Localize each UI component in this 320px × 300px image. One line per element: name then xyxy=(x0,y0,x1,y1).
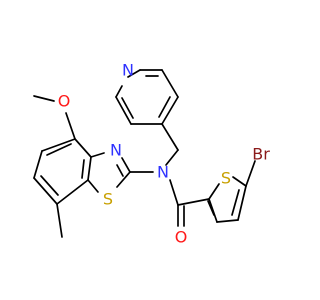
bond xyxy=(41,138,76,152)
bond xyxy=(158,96,171,118)
bond xyxy=(46,143,72,156)
bond xyxy=(33,150,43,179)
bond xyxy=(33,95,55,102)
bond xyxy=(90,152,105,158)
nitrogen-atom-label: N xyxy=(122,61,134,80)
nitrogen-atom-label: N xyxy=(110,141,122,160)
bond xyxy=(127,69,141,78)
bond xyxy=(121,97,134,119)
bromine-atom-label: Br xyxy=(252,145,270,164)
bond xyxy=(56,203,63,238)
bond xyxy=(161,96,179,125)
bond xyxy=(161,69,179,98)
bond xyxy=(161,123,179,151)
atom-label-layer: N O N N S S O Br xyxy=(58,61,270,247)
sulfur-atom-label: S xyxy=(221,169,231,188)
bond xyxy=(87,156,92,181)
bond xyxy=(245,160,256,187)
molecule-canvas: N O N N S S O Br xyxy=(33,60,271,247)
bond xyxy=(232,176,247,187)
bond xyxy=(74,138,92,158)
bond xyxy=(177,198,210,206)
bond xyxy=(216,219,239,223)
bond xyxy=(169,179,179,206)
oxygen-atom-label: O xyxy=(175,228,188,247)
bond xyxy=(231,189,240,216)
bond xyxy=(65,112,76,140)
sulfur-atom-label: S xyxy=(103,190,113,209)
bond xyxy=(115,85,123,98)
bond-layer xyxy=(33,69,256,238)
bond xyxy=(87,179,99,193)
bond xyxy=(81,159,85,179)
bond xyxy=(33,177,58,205)
oxygen-atom-label: O xyxy=(58,92,71,111)
bond xyxy=(208,198,218,223)
bond xyxy=(165,149,179,166)
structure-diagram: N O N N S S O Br xyxy=(33,61,270,247)
bond xyxy=(208,183,220,200)
bond xyxy=(56,179,89,205)
bond xyxy=(121,157,131,173)
bond xyxy=(40,175,59,196)
bond xyxy=(115,96,132,125)
bond xyxy=(116,164,124,177)
nitrogen-atom-label: N xyxy=(157,163,169,182)
bond xyxy=(116,171,131,188)
bond xyxy=(207,200,215,216)
bond xyxy=(237,185,247,221)
